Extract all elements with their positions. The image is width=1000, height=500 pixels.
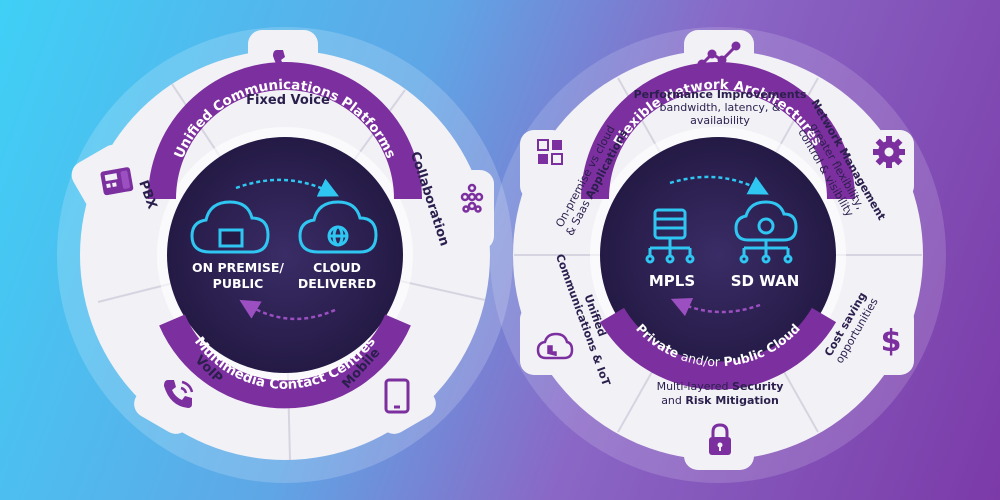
- right-arrow-bottom: [670, 297, 761, 317]
- phone-wave-icon: [164, 380, 194, 408]
- cloud-delivered-label-1: CLOUD: [313, 260, 361, 275]
- dollar-icon: $: [881, 324, 902, 359]
- on-premise-label-1: ON PREMISE/: [192, 260, 284, 275]
- left-core: [167, 137, 403, 373]
- gear-icon: [873, 136, 905, 168]
- server-network-icon: [645, 208, 695, 264]
- pbx-icon: [100, 167, 134, 196]
- on-premise-label-2: PUBLIC: [213, 276, 264, 291]
- lock-icon: [709, 423, 731, 455]
- left-arrow-top: [235, 178, 339, 197]
- fixed-voice-label: Fixed Voice: [246, 93, 330, 108]
- cloud-globe-icon: [298, 200, 378, 254]
- cloud-hand-icon: [536, 332, 574, 360]
- group-icon: [460, 183, 484, 213]
- phone-icon: [273, 50, 301, 78]
- performance-title: Performance Improvements: [634, 88, 807, 101]
- left-wheel: Unified Communications Platforms Multime…: [57, 27, 513, 483]
- performance-line3: availability: [690, 114, 750, 127]
- sdwan-label: SD WAN: [731, 272, 800, 290]
- mpls-label: MPLS: [649, 272, 695, 290]
- security-line1: Multi-layered Security: [657, 380, 784, 393]
- right-core: [600, 137, 836, 373]
- right-wheel: Flexible Network Architectures Private a…: [490, 27, 946, 483]
- trend-icon: [697, 41, 741, 69]
- cloud-monitor-icon: [190, 200, 270, 254]
- right-arrow-top: [669, 175, 769, 195]
- performance-line2: bandwidth, latency, &: [660, 101, 781, 114]
- security-line2: and Risk Mitigation: [661, 394, 779, 407]
- mobile-icon: [384, 378, 410, 414]
- grid-icon: [537, 139, 563, 165]
- cloud-network-icon: [734, 200, 798, 264]
- right-arc-band-top: [581, 62, 855, 200]
- left-arc-band-top: [148, 62, 422, 200]
- cloud-delivered-label-2: DELIVERED: [298, 276, 376, 291]
- left-arrow-bottom: [239, 299, 336, 321]
- right-arc-band-bottom: [599, 307, 837, 390]
- left-arc-band-bottom: [159, 314, 411, 409]
